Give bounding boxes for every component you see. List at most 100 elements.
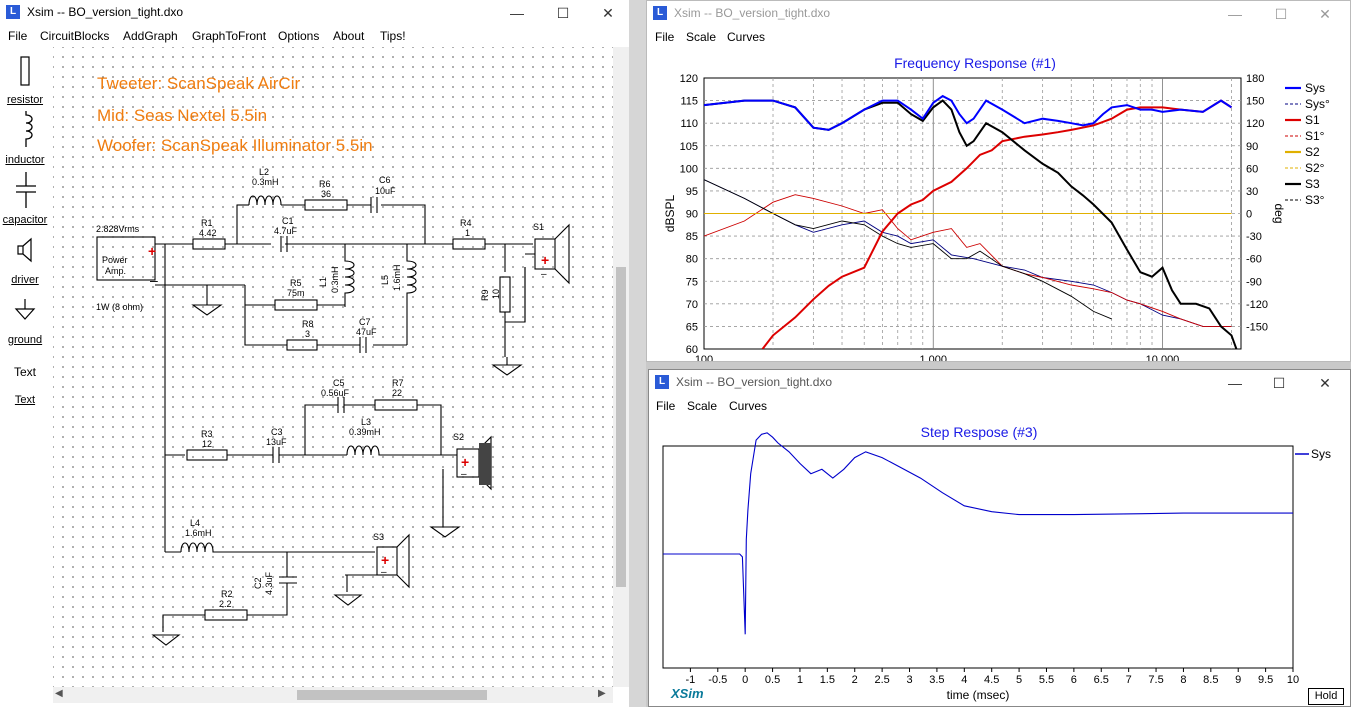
frequency-titlebar[interactable]: L Xsim -- BO_version_tight.dxo — ☐ ✕ xyxy=(647,1,1350,27)
label-L2[interactable]: L2 xyxy=(259,167,270,177)
label-R5[interactable]: R5 xyxy=(290,278,302,288)
step-titlebar[interactable]: L Xsim -- BO_version_tight.dxo — ☐ ✕ xyxy=(649,370,1350,396)
label-R3[interactable]: R3 xyxy=(201,429,213,439)
label-C3[interactable]: C3 xyxy=(271,427,283,437)
label-R4[interactable]: R4 xyxy=(460,218,472,228)
palette-ground[interactable]: ground xyxy=(7,334,43,346)
y-tick-label: 75 xyxy=(686,276,698,288)
hold-button[interactable]: Hold xyxy=(1308,688,1344,705)
minimize-button[interactable]: — xyxy=(510,5,524,21)
menu-circuitblocks[interactable]: CircuitBlocks xyxy=(40,29,110,43)
maximize-button[interactable]: ☐ xyxy=(1274,6,1288,22)
label-R8[interactable]: R8 xyxy=(302,319,314,329)
svg-text:–: – xyxy=(381,567,387,578)
schematic-canvas[interactable]: + + + + – – – – Tweeter: ScanSpeak AirCi… xyxy=(53,47,613,687)
y2-tick-label: -60 xyxy=(1246,254,1262,266)
label-S1[interactable]: S1 xyxy=(533,222,545,232)
x-tick-label: 9.5 xyxy=(1258,674,1273,686)
label-L3[interactable]: L3 xyxy=(361,417,372,427)
x-tick-label: 6.5 xyxy=(1094,674,1109,686)
note-mid[interactable]: Mid: Seas Nextel 5.5in xyxy=(97,106,268,125)
menu-curves[interactable]: Curves xyxy=(729,399,768,413)
value-R1: 4.42 xyxy=(199,228,217,238)
horizontal-scrollbar[interactable]: ◀ ▶ xyxy=(53,687,613,703)
y-tick-label: 85 xyxy=(686,231,698,243)
label-C6[interactable]: C6 xyxy=(379,175,391,185)
window-title: Xsim -- BO_version_tight.dxo xyxy=(674,6,831,20)
label-C2[interactable]: C2 xyxy=(253,577,263,589)
label-R7[interactable]: R7 xyxy=(392,378,404,388)
y-tick-label: 110 xyxy=(680,118,698,130)
menu-options[interactable]: Options xyxy=(278,29,320,43)
resistor-icon[interactable] xyxy=(18,55,32,87)
close-button[interactable]: ✕ xyxy=(602,5,614,21)
series-line-s3-phase xyxy=(704,179,1112,320)
vertical-scrollbar[interactable] xyxy=(613,47,629,687)
maximize-button[interactable]: ☐ xyxy=(1272,375,1286,391)
capacitor-icon[interactable] xyxy=(12,170,40,210)
y-tick-label: 80 xyxy=(686,254,698,266)
label-S3[interactable]: S3 xyxy=(373,532,385,542)
scroll-left-arrow[interactable]: ◀ xyxy=(55,688,63,699)
background-app-strip xyxy=(629,0,646,707)
svg-text:–: – xyxy=(461,469,467,480)
driver-icon[interactable] xyxy=(14,237,36,263)
schematic-menubar: File CircuitBlocks AddGraph GraphToFront… xyxy=(0,26,629,46)
palette-text[interactable]: Text xyxy=(14,394,36,406)
frequency-response-chart[interactable]: 1201151101051009590858075706560180150120… xyxy=(647,41,1351,361)
frequency-menubar: File Scale Curves xyxy=(647,27,1350,47)
menu-file[interactable]: File xyxy=(656,399,676,413)
x-tick-label: 10,000 xyxy=(1146,354,1180,361)
palette-resistor[interactable]: resistor xyxy=(6,94,44,106)
maximize-button[interactable]: ☐ xyxy=(556,5,570,21)
menu-scale[interactable]: Scale xyxy=(687,399,718,413)
label-L1[interactable]: L1 xyxy=(318,276,328,287)
x-tick-label: 0.5 xyxy=(765,674,780,686)
menu-file[interactable]: File xyxy=(655,30,675,44)
x-tick-label: 8 xyxy=(1180,674,1186,686)
value-R6: 36 xyxy=(321,189,332,199)
label-R6[interactable]: R6 xyxy=(319,179,331,189)
svg-text:+: + xyxy=(148,243,156,259)
label-C7[interactable]: C7 xyxy=(359,317,371,327)
value-L4: 1.6mH xyxy=(185,528,212,538)
svg-text:+: + xyxy=(381,552,389,568)
x-tick-label: -0.5 xyxy=(708,674,727,686)
menu-graphtofront[interactable]: GraphToFront xyxy=(192,29,267,43)
menu-addgraph[interactable]: AddGraph xyxy=(123,29,178,43)
minimize-button[interactable]: — xyxy=(1228,6,1242,22)
menu-tips[interactable]: Tips! xyxy=(380,29,406,43)
label-R2[interactable]: R2 xyxy=(221,589,233,599)
menu-scale[interactable]: Scale xyxy=(686,30,717,44)
note-woofer[interactable]: Woofer: ScanSpeak Illuminator 5.5in xyxy=(97,136,373,155)
menu-curves[interactable]: Curves xyxy=(727,30,766,44)
label-S2[interactable]: S2 xyxy=(453,432,465,442)
menu-file[interactable]: File xyxy=(8,29,28,43)
menu-about[interactable]: About xyxy=(333,29,365,43)
label-C5[interactable]: C5 xyxy=(333,378,345,388)
inductor-icon[interactable] xyxy=(18,109,34,149)
label-L5[interactable]: L5 xyxy=(380,274,390,285)
scroll-thumb-vertical[interactable] xyxy=(616,267,626,587)
scroll-right-arrow[interactable]: ▶ xyxy=(598,688,606,699)
schematic-titlebar[interactable]: L Xsim -- BO_version_tight.dxo — ☐ ✕ xyxy=(0,0,629,26)
close-button[interactable]: ✕ xyxy=(1319,375,1331,391)
label-R1[interactable]: R1 xyxy=(201,218,213,228)
x-tick-label: 1,000 xyxy=(919,354,947,361)
y2-tick-label: 60 xyxy=(1246,163,1258,175)
palette-capacitor[interactable]: capacitor xyxy=(2,214,48,226)
note-tweeter[interactable]: Tweeter: ScanSpeak AirCir xyxy=(97,74,301,93)
palette-driver[interactable]: driver xyxy=(11,274,39,286)
minimize-button[interactable]: — xyxy=(1228,375,1242,391)
label-R9[interactable]: R9 xyxy=(480,289,490,301)
scroll-thumb-horizontal[interactable] xyxy=(297,690,487,700)
text-icon[interactable]: Text xyxy=(8,361,42,381)
legend-label: S1 xyxy=(1305,113,1320,127)
label-L4[interactable]: L4 xyxy=(190,518,201,528)
palette-inductor[interactable]: inductor xyxy=(5,154,45,166)
close-button[interactable]: ✕ xyxy=(1319,6,1331,22)
label-C1[interactable]: C1 xyxy=(282,216,294,226)
ground-icon[interactable] xyxy=(14,297,36,323)
y-tick-label: 100 xyxy=(680,163,698,175)
